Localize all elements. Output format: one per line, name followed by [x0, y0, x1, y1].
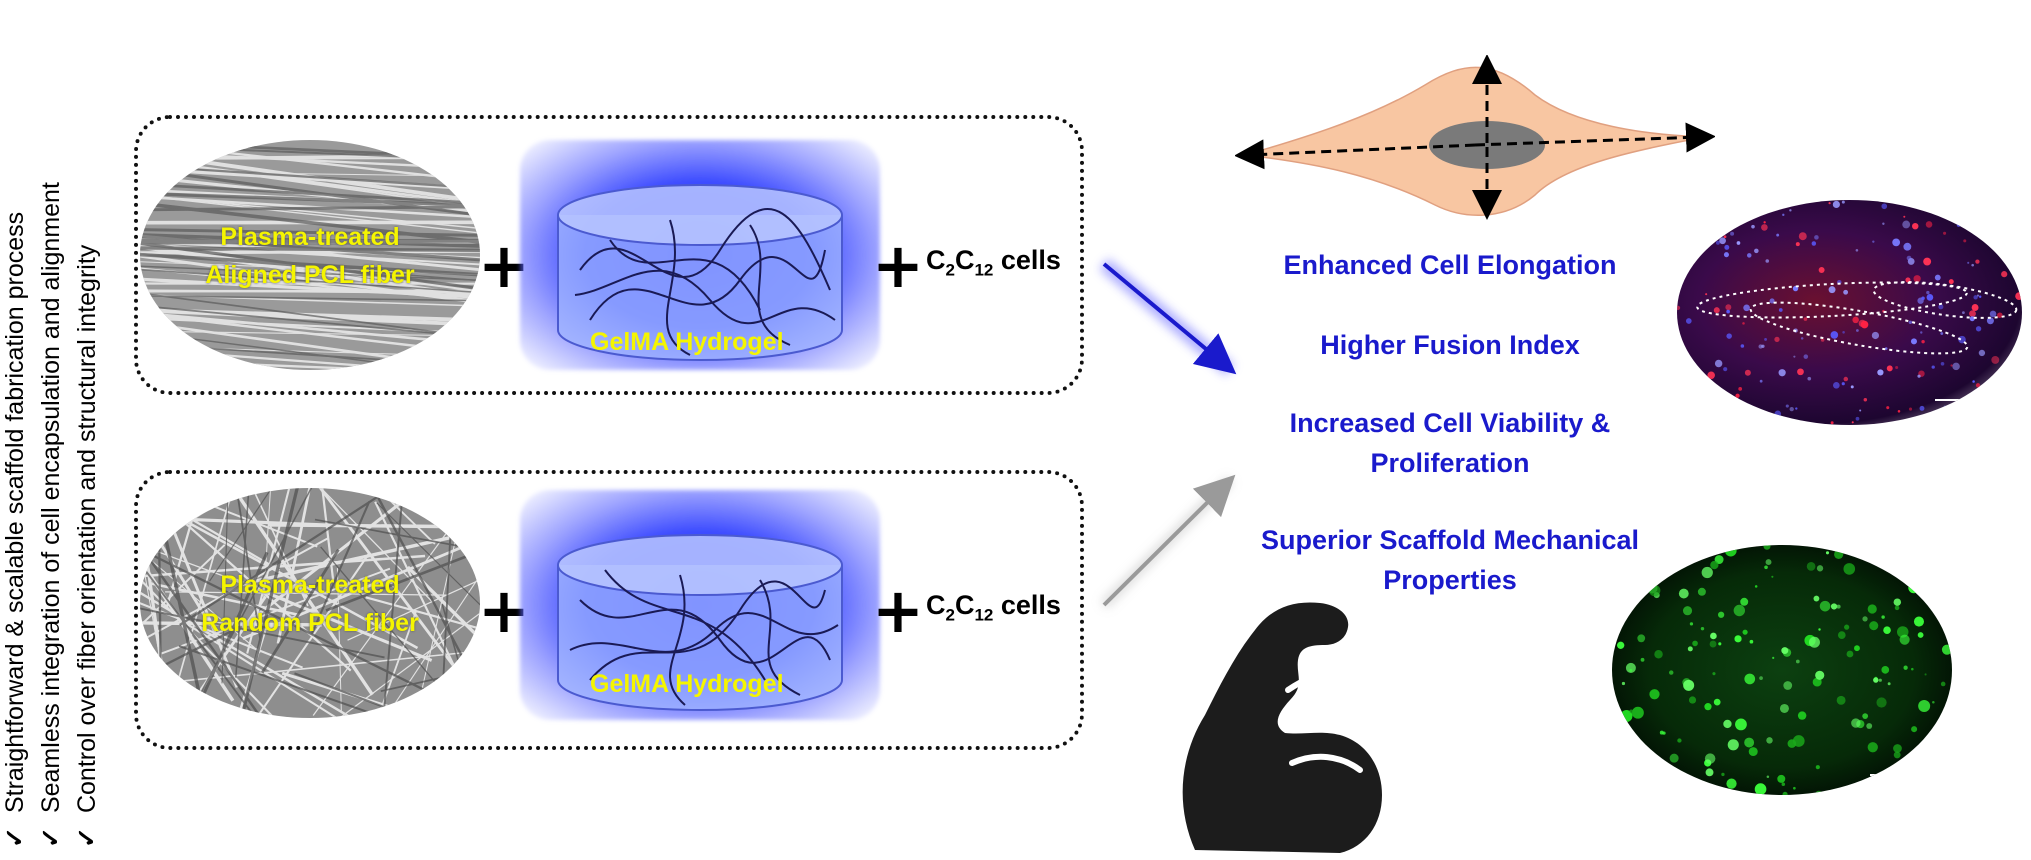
- blue-arrow: [1102, 262, 1237, 375]
- hydrogel-label: GelMA Hydrogel: [590, 328, 784, 356]
- random-pcl-fiber-image: Plasma-treated Random PCL fiber: [140, 488, 480, 718]
- micrograph-overlay: [1612, 545, 1952, 795]
- benefit-mechanical: Superior Scaffold Mechanical Properties: [1235, 520, 1665, 600]
- cells-c: C: [926, 590, 946, 620]
- aligned-fiber-texture: [140, 140, 480, 370]
- benefit-line: Higher Fusion Index: [1320, 330, 1580, 360]
- cells-sub: 2: [945, 260, 955, 280]
- cells-sub: 12: [974, 260, 994, 280]
- checklist-item-1: ✓ Straightforward & scalable scaffold fab…: [0, 212, 30, 848]
- benefit-line: Increased Cell Viability &: [1289, 408, 1611, 438]
- red-micrograph-image: [1677, 200, 2022, 425]
- checklist-item-2: ✓ Seamless integration of cell encapsulat…: [36, 182, 66, 848]
- fiber-label-line2: Random PCL fiber: [201, 609, 419, 637]
- checklist-text: Seamless integration of cell encapsulati…: [37, 182, 65, 814]
- gray-arrow: [1102, 474, 1236, 607]
- plus-sign: +: [872, 574, 924, 647]
- hydrogel-label: GelMA Hydrogel: [590, 670, 784, 698]
- aligned-fiber-panel: [134, 115, 1084, 395]
- benefit-line: Proliferation: [1370, 448, 1530, 478]
- checklist-text: Control over fiber orientation and struc…: [73, 244, 101, 814]
- c2c12-cells-label: C2C12 cells: [926, 245, 1061, 280]
- benefit-line: Superior Scaffold Mechanical: [1260, 525, 1640, 555]
- benefit-cell-elongation: Enhanced Cell Elongation: [1235, 245, 1665, 285]
- checklist-item-3: ✓ Control over fiber orientation and stru…: [72, 245, 102, 848]
- elongated-cell-icon: [1235, 55, 1715, 220]
- cells-word: cells: [993, 590, 1061, 620]
- cells-c: C: [926, 245, 946, 275]
- fiber-label-line2: Aligned PCL fiber: [205, 261, 415, 289]
- checkmark-icon: ✓: [73, 827, 101, 848]
- cells-sub: 12: [974, 605, 994, 625]
- cells-c: C: [954, 245, 975, 275]
- checkmark-icon: ✓: [37, 827, 65, 848]
- hydrogel-cylinder-icon: [557, 534, 843, 711]
- hydrogel-cylinder-icon: [557, 184, 843, 361]
- benefit-line: Enhanced Cell Elongation: [1283, 250, 1617, 280]
- cells-c: C: [954, 590, 975, 620]
- arrows-layer: [1099, 258, 1237, 609]
- cells-sub: 2: [945, 605, 955, 625]
- random-fiber-panel: [134, 470, 1084, 750]
- random-fiber-texture: [140, 488, 480, 718]
- cells-word: cells: [993, 245, 1061, 275]
- feature-checklist: ✓ Straightforward & scalable scaffold fab…: [0, 0, 140, 860]
- flexed-biceps-icon: [1182, 602, 1382, 853]
- fiber-label-line1: Plasma-treated: [220, 223, 400, 251]
- micrograph-overlay: [1677, 200, 2022, 425]
- fiber-label-line1: Plasma-treated: [220, 571, 400, 599]
- checklist-text: Straightforward & scalable scaffold fabr…: [1, 211, 29, 814]
- green-micrograph-image: [1612, 545, 1952, 795]
- checkmark-icon: ✓: [1, 827, 29, 848]
- plus-sign: +: [872, 229, 924, 302]
- benefit-fusion-index: Higher Fusion Index: [1235, 325, 1665, 365]
- c2c12-cells-label: C2C12 cells: [926, 590, 1061, 625]
- aligned-pcl-fiber-image: Plasma-treated Aligned PCL fiber: [140, 140, 480, 370]
- benefit-line: Properties: [1383, 565, 1517, 595]
- benefit-viability: Increased Cell Viability & Proliferation: [1235, 403, 1665, 483]
